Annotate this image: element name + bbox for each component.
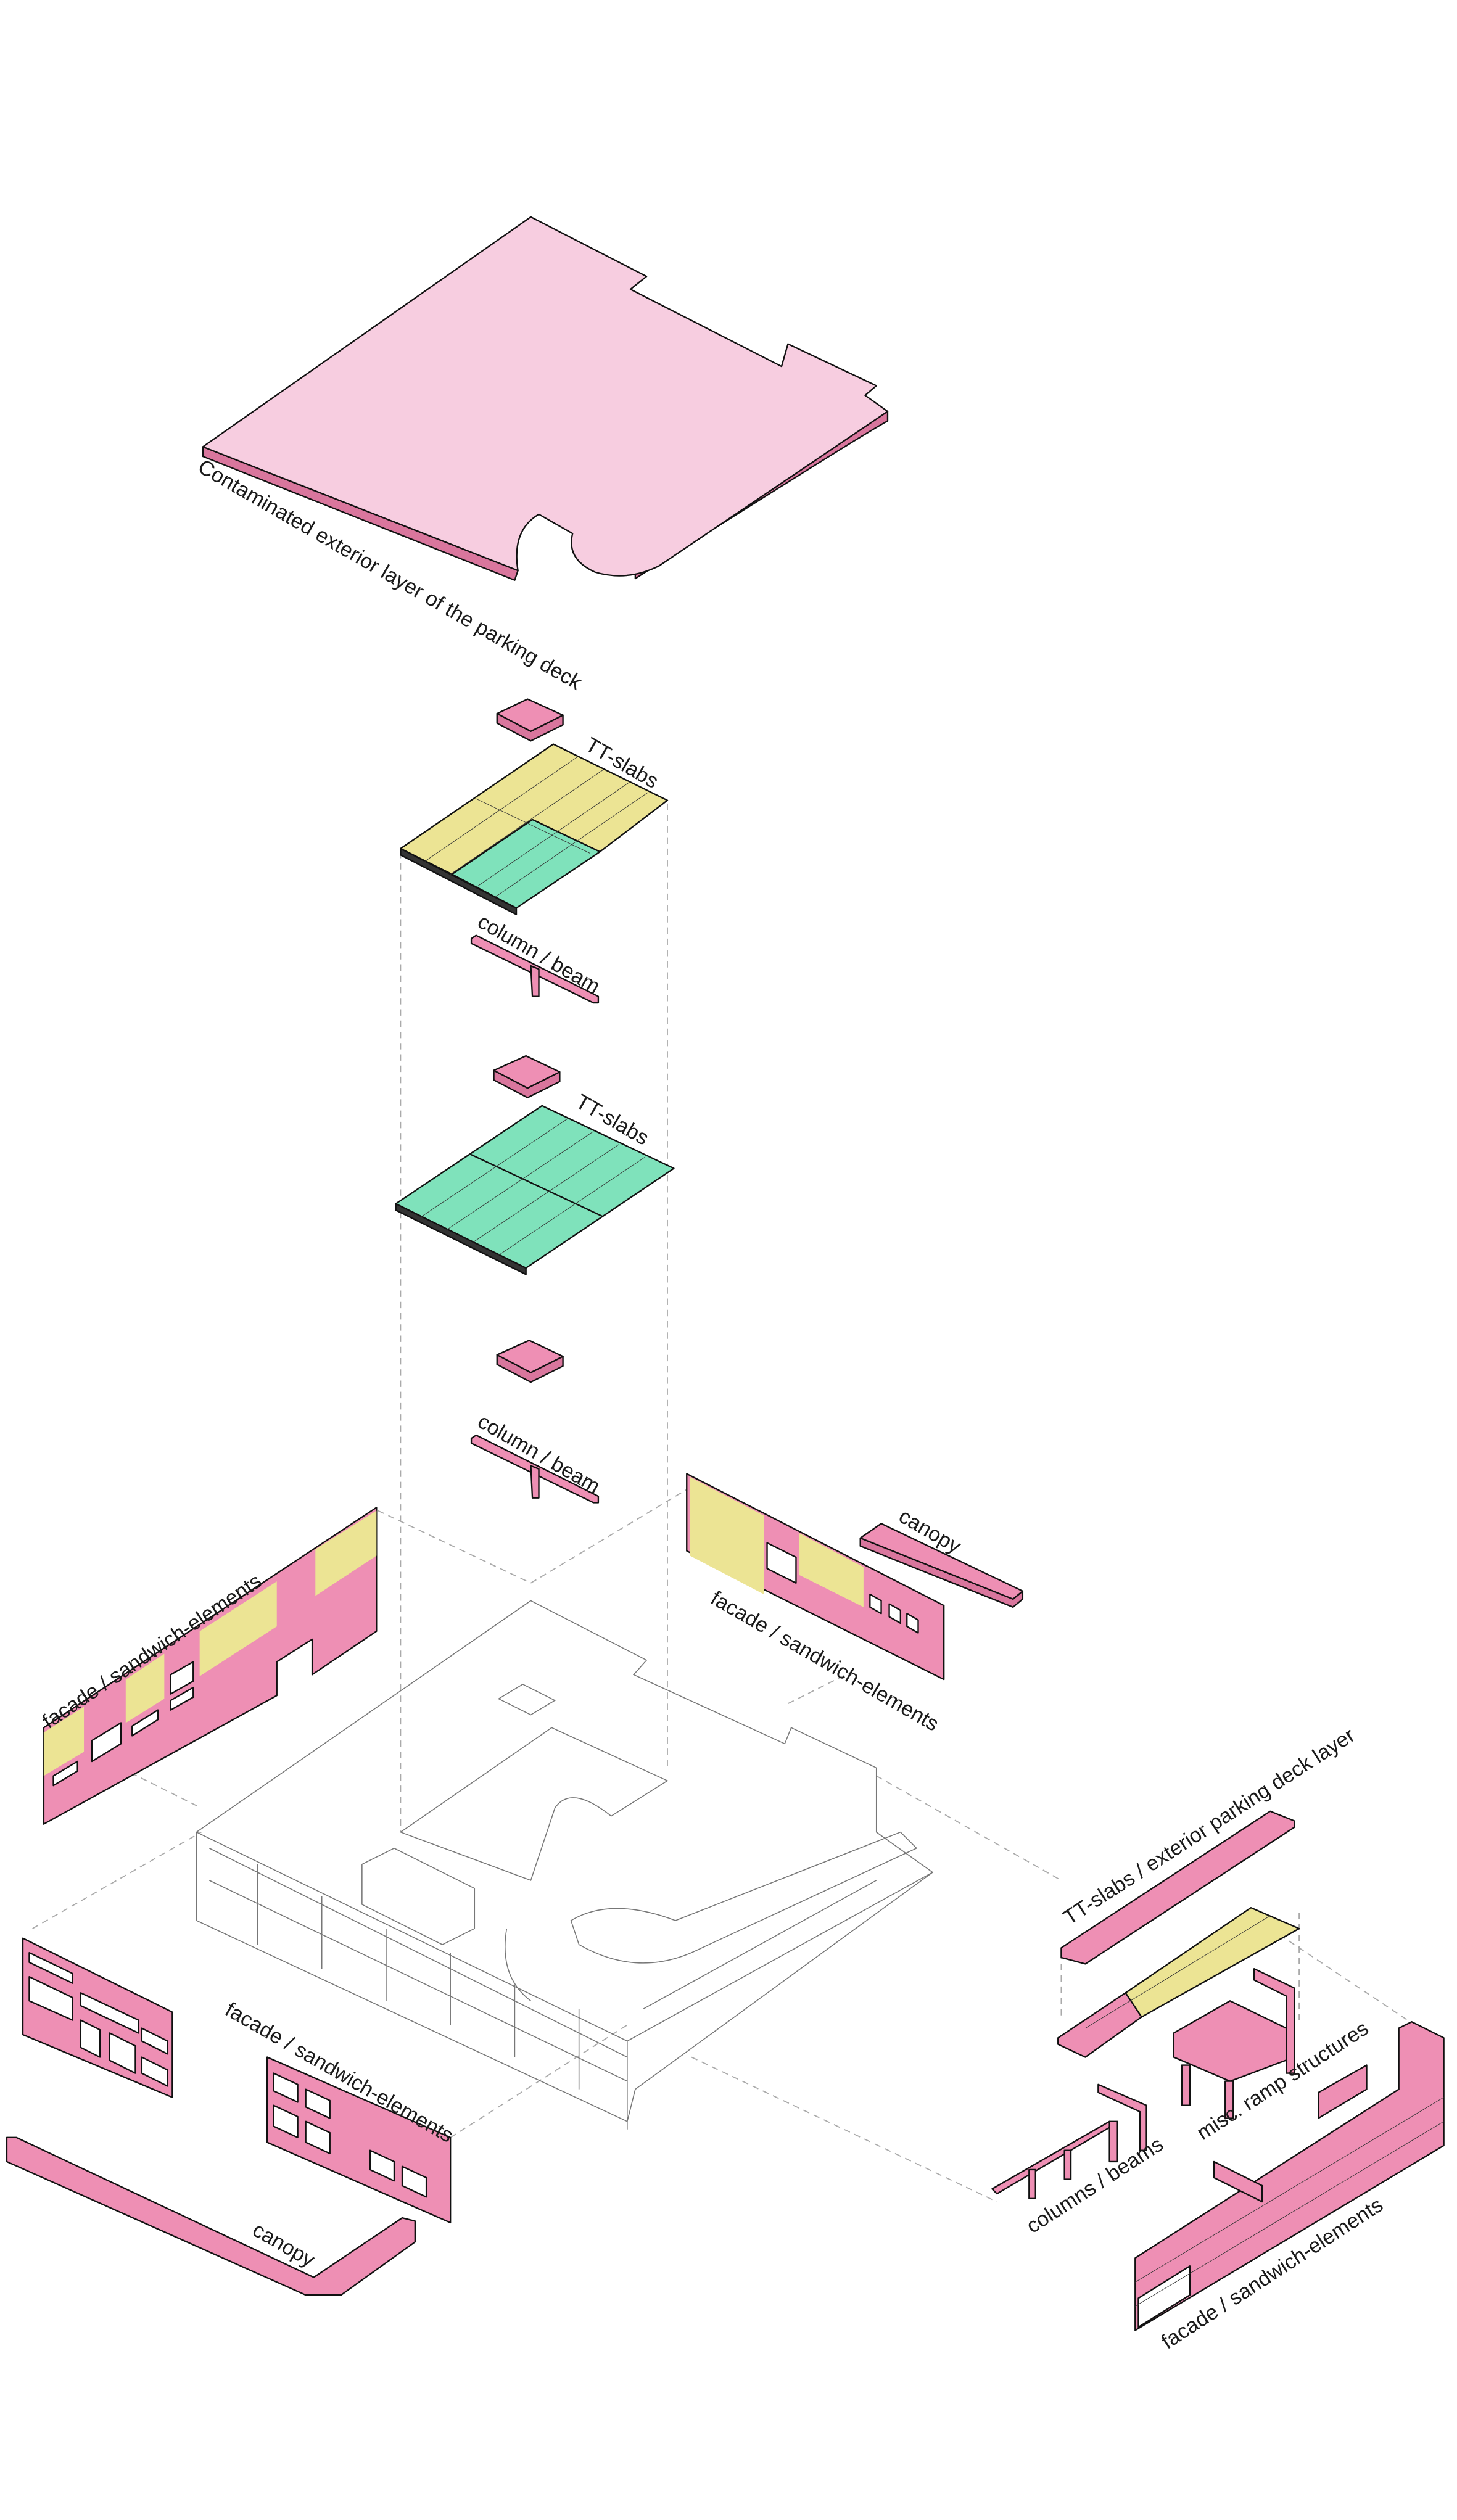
upper-tt-slab-group: TT-slabs column / beam bbox=[400, 698, 669, 1004]
guide-lines bbox=[32, 803, 1416, 2202]
label-tt-slabs-exterior: TT-slabs / exterior parking deck layer bbox=[1059, 1723, 1359, 1929]
column-beam-lower bbox=[470, 1434, 600, 1504]
small-block-middle bbox=[493, 1055, 561, 1098]
building-model bbox=[196, 1600, 934, 2130]
small-block-upper bbox=[496, 698, 564, 742]
lower-tt-slab-group: TT-slabs column / beam bbox=[395, 1055, 675, 1504]
facade-left-upper: facade / sandwich-elements bbox=[38, 1507, 378, 1825]
small-block-lower bbox=[496, 1340, 564, 1383]
tt-slab-lower bbox=[395, 1105, 675, 1275]
column-beam-upper bbox=[470, 934, 600, 1004]
columns-beams: columns / beams bbox=[991, 2083, 1168, 2238]
label-columns-beams: columns / beams bbox=[1022, 2133, 1167, 2238]
contaminated-deck-layer: Contaminated exterior layer of the parki… bbox=[194, 216, 889, 694]
misc-ramp-structures: misc. ramp structures bbox=[1173, 1968, 1372, 2145]
tt-slabs-exterior-group: TT-slabs / exterior parking deck layer bbox=[1057, 1723, 1359, 2058]
tt-slab-upper bbox=[400, 743, 669, 915]
